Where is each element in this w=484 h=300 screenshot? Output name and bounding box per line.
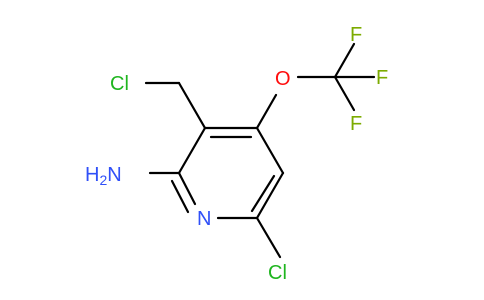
atom-labels: H2N N Cl Cl O F F F	[85, 24, 388, 284]
amine-n: N	[107, 164, 121, 186]
bond-c5-c6-inner	[250, 174, 276, 213]
bond-c3-ch2	[177, 81, 207, 130]
ring-chlorine-label: Cl	[268, 262, 287, 284]
amine-subscript: 2	[99, 172, 107, 188]
bond-cf3-f-top	[333, 42, 356, 79]
ring-nitrogen-label: N	[197, 208, 211, 230]
fluorine-right-label: F	[376, 67, 388, 89]
bonds	[144, 42, 376, 259]
bond-c4-o	[255, 93, 278, 130]
bond-n1-c2-inner	[170, 179, 190, 214]
bond-c4-c5	[255, 126, 285, 175]
fluorine-bottom-label: F	[350, 113, 362, 135]
bond-c2-c3	[177, 126, 207, 175]
bond-n1-c2	[177, 171, 197, 206]
bond-cf3-f-bottom	[333, 75, 356, 112]
ether-oxygen-label: O	[275, 68, 291, 90]
amine-h: H	[85, 164, 99, 186]
amine-label: H2N	[85, 164, 122, 188]
fluorine-top-label: F	[350, 24, 362, 46]
bond-c5-c6	[255, 171, 285, 220]
bond-c6-cl	[255, 216, 282, 259]
chloromethyl-chlorine-label: Cl	[110, 73, 129, 95]
